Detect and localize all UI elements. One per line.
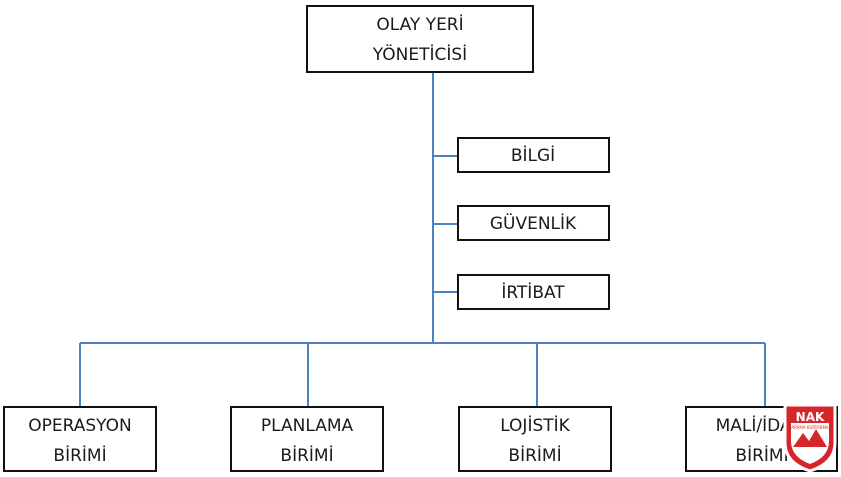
top-box-olay-yeri-yoneticisi: OLAY YERİ YÖNETİCİSİ xyxy=(306,5,534,73)
staff-box-label: BİLGİ xyxy=(511,145,555,166)
unit-box-line2: BİRİMİ xyxy=(280,445,333,466)
staff-box-irtibat: İRTİBAT xyxy=(457,274,610,310)
staff-box-guvenlik: GÜVENLİK xyxy=(457,205,610,241)
unit-box-lojistik: LOJİSTİK BİRİMİ xyxy=(458,406,612,472)
staff-box-bilgi: BİLGİ xyxy=(457,137,610,173)
staff-box-label: GÜVENLİK xyxy=(490,212,577,234)
unit-box-line2: BİRİMİ xyxy=(53,445,106,466)
unit-box-operasyon: OPERASYON BİRİMİ xyxy=(3,406,157,472)
staff-box-label: İRTİBAT xyxy=(501,282,565,303)
unit-box-planlama: PLANLAMA BİRİMİ xyxy=(230,406,384,472)
unit-box-line2: BİRİMİ xyxy=(735,445,788,466)
unit-box-line1: LOJİSTİK xyxy=(500,415,570,436)
top-box-line1: OLAY YERİ xyxy=(376,14,463,35)
top-box-line2: YÖNETİCİSİ xyxy=(372,43,467,65)
unit-box-line2: BİRİMİ xyxy=(508,445,561,466)
connectors xyxy=(79,72,766,407)
logo-text: NAK xyxy=(796,410,825,424)
unit-box-line1: OPERASYON xyxy=(28,416,131,436)
unit-box-line1: PLANLAMA xyxy=(261,416,354,436)
mountain-icon xyxy=(793,429,827,447)
nak-logo: NAK ARAMA KURTARMA xyxy=(783,403,837,473)
logo-subtext: ARAMA KURTARMA xyxy=(791,425,829,430)
